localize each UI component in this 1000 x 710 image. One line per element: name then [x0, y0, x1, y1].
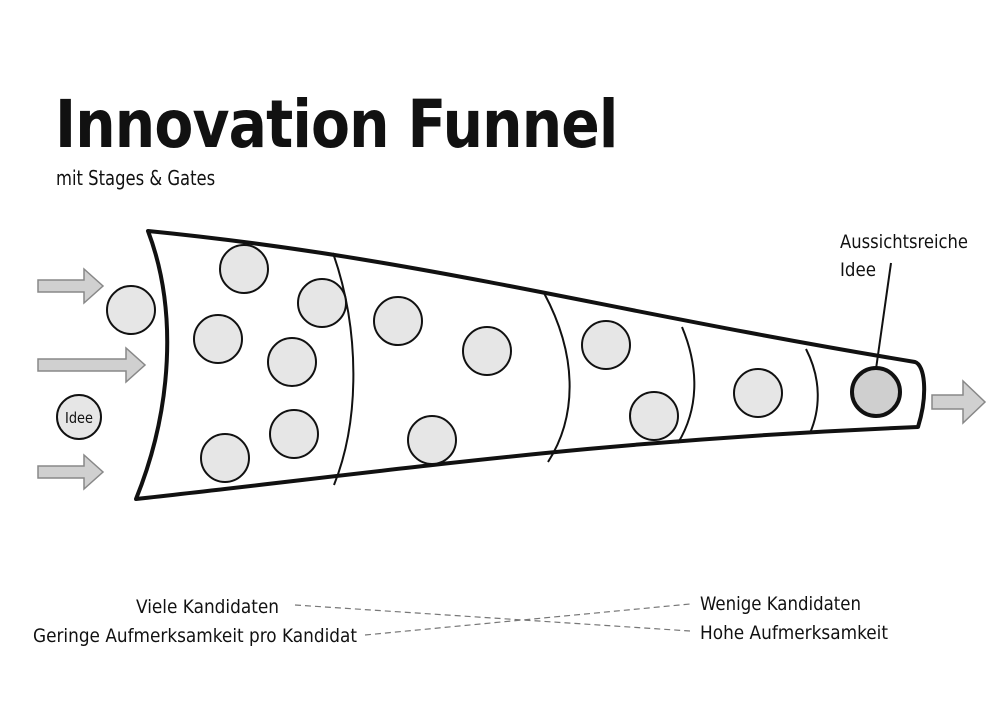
- arrow-right-icon: [37, 346, 147, 384]
- promising-idea-circle: [850, 366, 902, 418]
- dashed-connector: [364, 603, 691, 636]
- left-note: Viele Kandidaten: [136, 596, 279, 618]
- arrow-right-icon: [37, 267, 105, 305]
- page-subtitle: mit Stages & Gates: [56, 166, 216, 190]
- dashed-connector: [294, 604, 691, 632]
- funnel-outline: [134, 229, 927, 501]
- input-arrows: [37, 267, 147, 491]
- arrow-right-icon: [37, 453, 105, 491]
- idea-legend-circle: [56, 394, 102, 440]
- idea-circle: [106, 285, 156, 335]
- idea-circle: [373, 296, 423, 346]
- stage-gates: [332, 252, 819, 486]
- idea-circle: [407, 415, 457, 465]
- idea-circles: [106, 244, 783, 483]
- idea-circle: [267, 337, 317, 387]
- idea-circle: [269, 409, 319, 459]
- idea-legend-label: Idee: [65, 409, 93, 427]
- gate-line: [543, 292, 571, 463]
- idea-circle: [581, 320, 631, 370]
- idea-circle: [297, 278, 347, 328]
- idea-circle: [462, 326, 512, 376]
- gate-line: [677, 326, 696, 444]
- comparison-lines: [294, 603, 691, 636]
- idea-circle: [733, 368, 783, 418]
- right-note: Hohe Aufmerksamkeit: [700, 622, 888, 644]
- promising-idea-label: Aussichtsreiche: [840, 231, 968, 253]
- right-note: Wenige Kandidaten: [700, 593, 861, 615]
- page-title: Innovation Funnel: [55, 86, 618, 163]
- idea-circle: [193, 314, 243, 364]
- arrow-right-icon: [931, 379, 987, 425]
- idea-circle: [219, 244, 269, 294]
- idea-circle: [200, 433, 250, 483]
- idea-circle: [629, 391, 679, 441]
- gate-line: [805, 348, 819, 434]
- promising-idea-label: Idee: [840, 259, 876, 281]
- promising-idea-pointer: [875, 262, 892, 370]
- gate-line: [332, 252, 355, 486]
- left-note: Geringe Aufmerksamkeit pro Kandidat: [33, 625, 357, 647]
